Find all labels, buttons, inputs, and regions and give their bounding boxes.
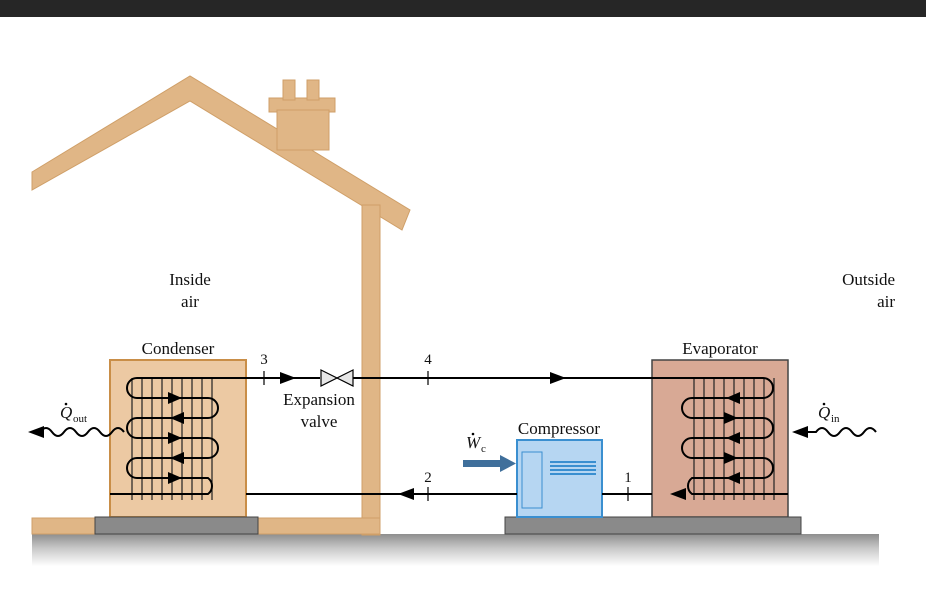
compressor (516, 439, 603, 518)
refrigerant-lines (246, 377, 652, 495)
state-ticks (263, 371, 629, 501)
compressor-vents (550, 461, 596, 475)
outside-air-label-2: air (877, 292, 895, 311)
evaporator-coil (652, 377, 788, 495)
inside-air-label-1: Inside (169, 270, 211, 289)
evaporator-label: Evaporator (682, 339, 758, 358)
inside-air-label-2: air (181, 292, 199, 311)
svg-text:out: out (73, 413, 87, 425)
compressor-label: Compressor (518, 419, 601, 438)
state-4-label: 4 (424, 352, 432, 368)
expansion-valve-label-1: Expansion (283, 390, 355, 409)
flow-arrows (280, 372, 686, 500)
state-2-label: 2 (424, 470, 432, 486)
state-1-label: 1 (624, 470, 632, 486)
svg-text:Q: Q (60, 403, 72, 422)
heat-in-wave (792, 426, 877, 438)
q-out-symbol: Q out (60, 402, 87, 425)
top-bar (0, 0, 926, 17)
expansion-valve-label-2: valve (301, 412, 338, 431)
state-3-label: 3 (260, 352, 268, 368)
svg-text:W: W (466, 433, 482, 452)
condenser-label: Condenser (142, 339, 215, 358)
w-c-symbol: W c (466, 432, 486, 455)
work-input-arrow (463, 455, 516, 472)
q-in-symbol: Q in (818, 402, 840, 425)
condenser-coil-arrows (168, 392, 184, 484)
svg-text:in: in (831, 413, 840, 425)
svg-text:Q: Q (818, 403, 830, 422)
ground (32, 534, 879, 566)
condenser (94, 359, 259, 535)
heat-out-wave (28, 426, 125, 438)
condenser-coil (110, 377, 246, 495)
outside-air-label-1: Outside (842, 270, 895, 289)
evaporator-coil-arrows (724, 392, 740, 484)
expansion-valve (320, 369, 354, 387)
svg-text:c: c (481, 443, 486, 455)
